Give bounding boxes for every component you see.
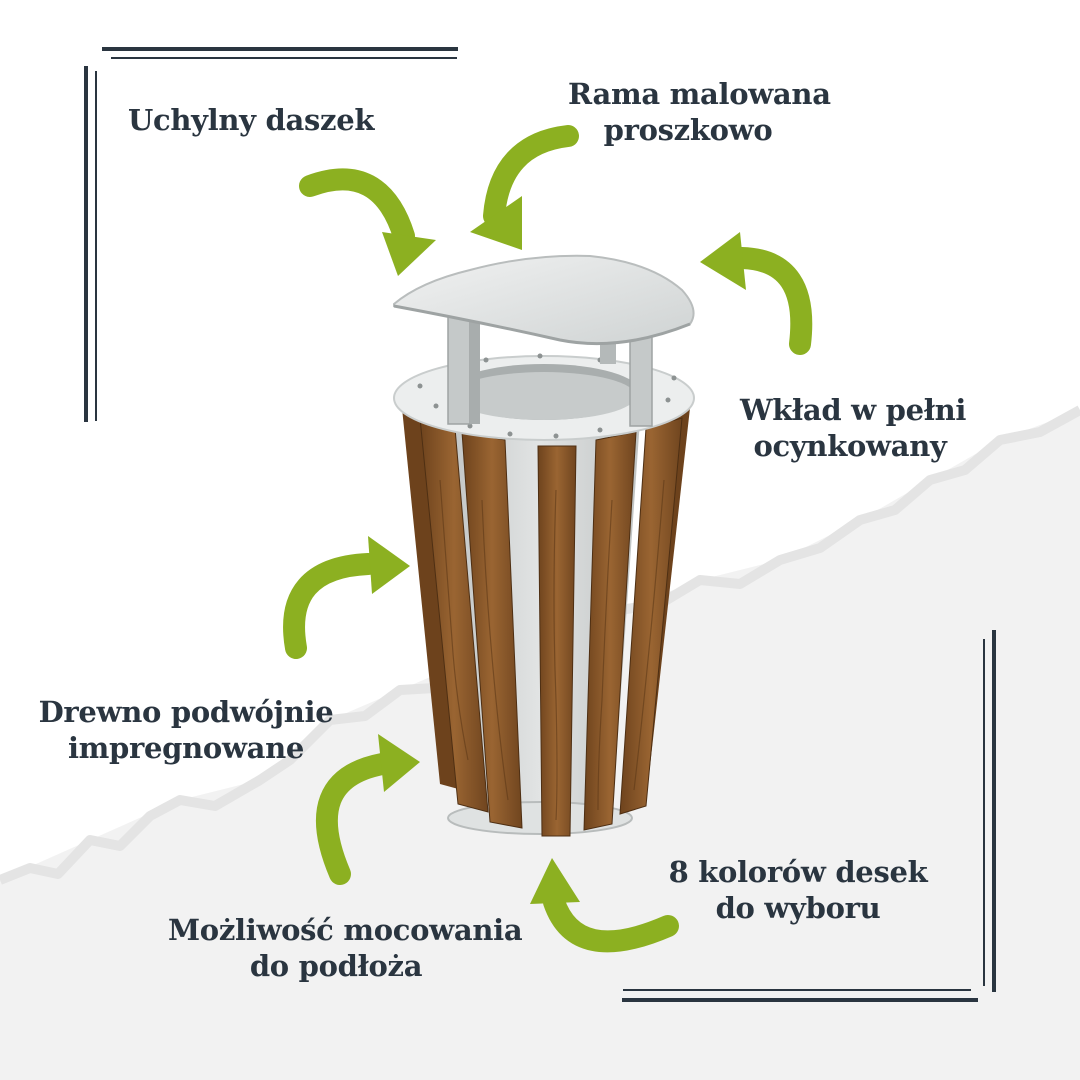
arrow-icon-frame [483,125,579,227]
arrow-icon-insert [731,247,813,355]
feature-label-wood-line-2: impregnowane [67,731,305,765]
feature-label-frame: Rama malowana proszkowo [568,76,831,148]
waste-bin-image [393,254,695,837]
arrow-head-wood [368,536,410,594]
arrow-head-insert [700,232,746,290]
feature-label-insert-line-2: ocynkowany [753,429,947,463]
feature-label-mount-line-2: do podłoża [249,949,423,983]
feature-label-mount-line-1: Możliwość mocowania [168,913,523,947]
arrow-icon-wood [283,553,379,659]
feature-label-wood-line-1: Drewno podwójnie [38,695,334,729]
feature-label-frame-line-2: proszkowo [603,113,773,147]
feature-label-colors-line-2: do wyboru [715,891,881,925]
arrow-icon-lid [299,168,415,247]
feature-label-frame-line-1: Rama malowana [568,77,831,111]
feature-label-mount: Możliwość mocowania do podłoża [168,912,523,984]
arrow-head-colors [530,858,580,904]
feature-label-insert: Wkład w pełni ocynkowany [740,392,967,464]
arrow-icon-mount [315,753,393,885]
arrow-head-mount [378,734,420,792]
arrow-icon-colors [543,891,679,953]
feature-label-wood: Drewno podwójnie impregnowane [36,694,336,766]
arrow-head-frame [470,196,522,250]
frame-bottom-right [622,630,996,1002]
frame-top-left [84,47,458,422]
feature-label-colors: 8 kolorów desek do wyboru [664,854,932,926]
feature-label-lid: Uchylny daszek [128,102,374,138]
feature-label-lid-line-1: Uchylny daszek [128,103,375,137]
feature-label-colors-line-1: 8 kolorów desek [668,855,928,889]
feature-label-insert-line-1: Wkład w pełni [740,393,967,427]
arrow-head-lid [382,232,436,276]
